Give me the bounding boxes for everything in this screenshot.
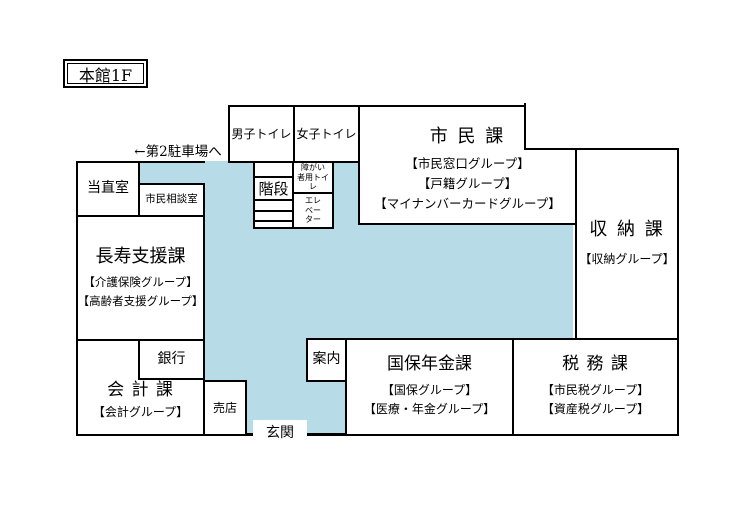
group-label: 【介護保険グループ】 <box>83 275 198 290</box>
stairs-label: 階段 <box>255 178 292 201</box>
group-label: 【会計グループ】 <box>92 405 189 420</box>
group-label: 【市民税グループ】 <box>541 382 650 397</box>
room-label: 長寿支援課 <box>95 245 186 267</box>
group-label: 【資産税グループ】 <box>541 402 650 417</box>
room-label: 案内 <box>312 351 341 368</box>
group-label: 【収納グループ】 <box>579 251 675 266</box>
group-label: 【医療・年金グループ】 <box>363 402 496 417</box>
room-information: 案内 <box>306 338 347 382</box>
room-civic-division-labels: 市 民 課 【市民窓口グループ】 【戸籍グループ】 【マイナンバーカードグループ… <box>360 107 575 223</box>
room-bank: 銀行 <box>138 339 205 380</box>
room-label: 売店 <box>212 400 237 415</box>
room-longevity-division: 長寿支援課 【介護保険グループ】 【高齢者支援グループ】 <box>76 215 205 341</box>
group-label: 【マイナンバーカードグループ】 <box>374 196 561 212</box>
civic-division-notch <box>524 103 580 150</box>
entrance-label: 玄関 <box>266 424 294 441</box>
room-shop: 売店 <box>203 380 247 436</box>
room-night-duty: 当直室 <box>76 161 140 217</box>
group-label: 【戸籍グループ】 <box>417 175 518 191</box>
room-label: 会 計 課 <box>107 380 174 401</box>
room-consultation: 市民相談室 <box>138 183 205 217</box>
room-accessible-toilet: 障がい 者用トイ レ <box>294 163 332 194</box>
title-box: 本館1F <box>63 59 148 88</box>
room-label: 市民相談室 <box>145 193 198 206</box>
group-label: 【高齢者支援グループ】 <box>77 293 204 308</box>
room-label: 当直室 <box>87 180 129 197</box>
room-label: 女子トイレ <box>296 126 357 141</box>
room-elevator: エレ ベー ター <box>305 196 321 225</box>
page-title: 本館1F <box>78 65 133 85</box>
room-collection-division: 収 納 課 【収納グループ】 <box>575 148 679 340</box>
room-tax-division: 税 務 課 【市民税グループ】 【資産税グループ】 <box>512 338 679 436</box>
stair-step <box>255 201 292 212</box>
room-label: 市 民 課 <box>429 125 506 147</box>
parking-note: ←第2駐車場へ <box>134 144 222 160</box>
room-mens-toilet: 男子トイレ <box>228 105 295 163</box>
outer-wall-top-left <box>76 161 205 163</box>
group-label: 【国保グループ】 <box>381 382 478 397</box>
room-pension-division: 国保年金課 【国保グループ】 【医療・年金グループ】 <box>345 338 514 436</box>
room-label: 収 納 課 <box>589 219 665 241</box>
entrance-opening: 玄関 <box>253 420 307 443</box>
stair-step <box>255 212 292 222</box>
stairs-column: 階段 <box>255 163 294 227</box>
room-label: 銀行 <box>157 350 186 367</box>
room-label: 国保年金課 <box>387 354 472 375</box>
group-label: 【市民窓口グループ】 <box>405 155 530 171</box>
room-label: 男子トイレ <box>231 126 292 141</box>
room-womens-toilet: 女子トイレ <box>293 105 360 163</box>
stairs-elevator-block: 階段 障がい 者用トイ レ エレ ベー ター <box>253 161 334 229</box>
room-label: 税 務 課 <box>562 354 629 375</box>
